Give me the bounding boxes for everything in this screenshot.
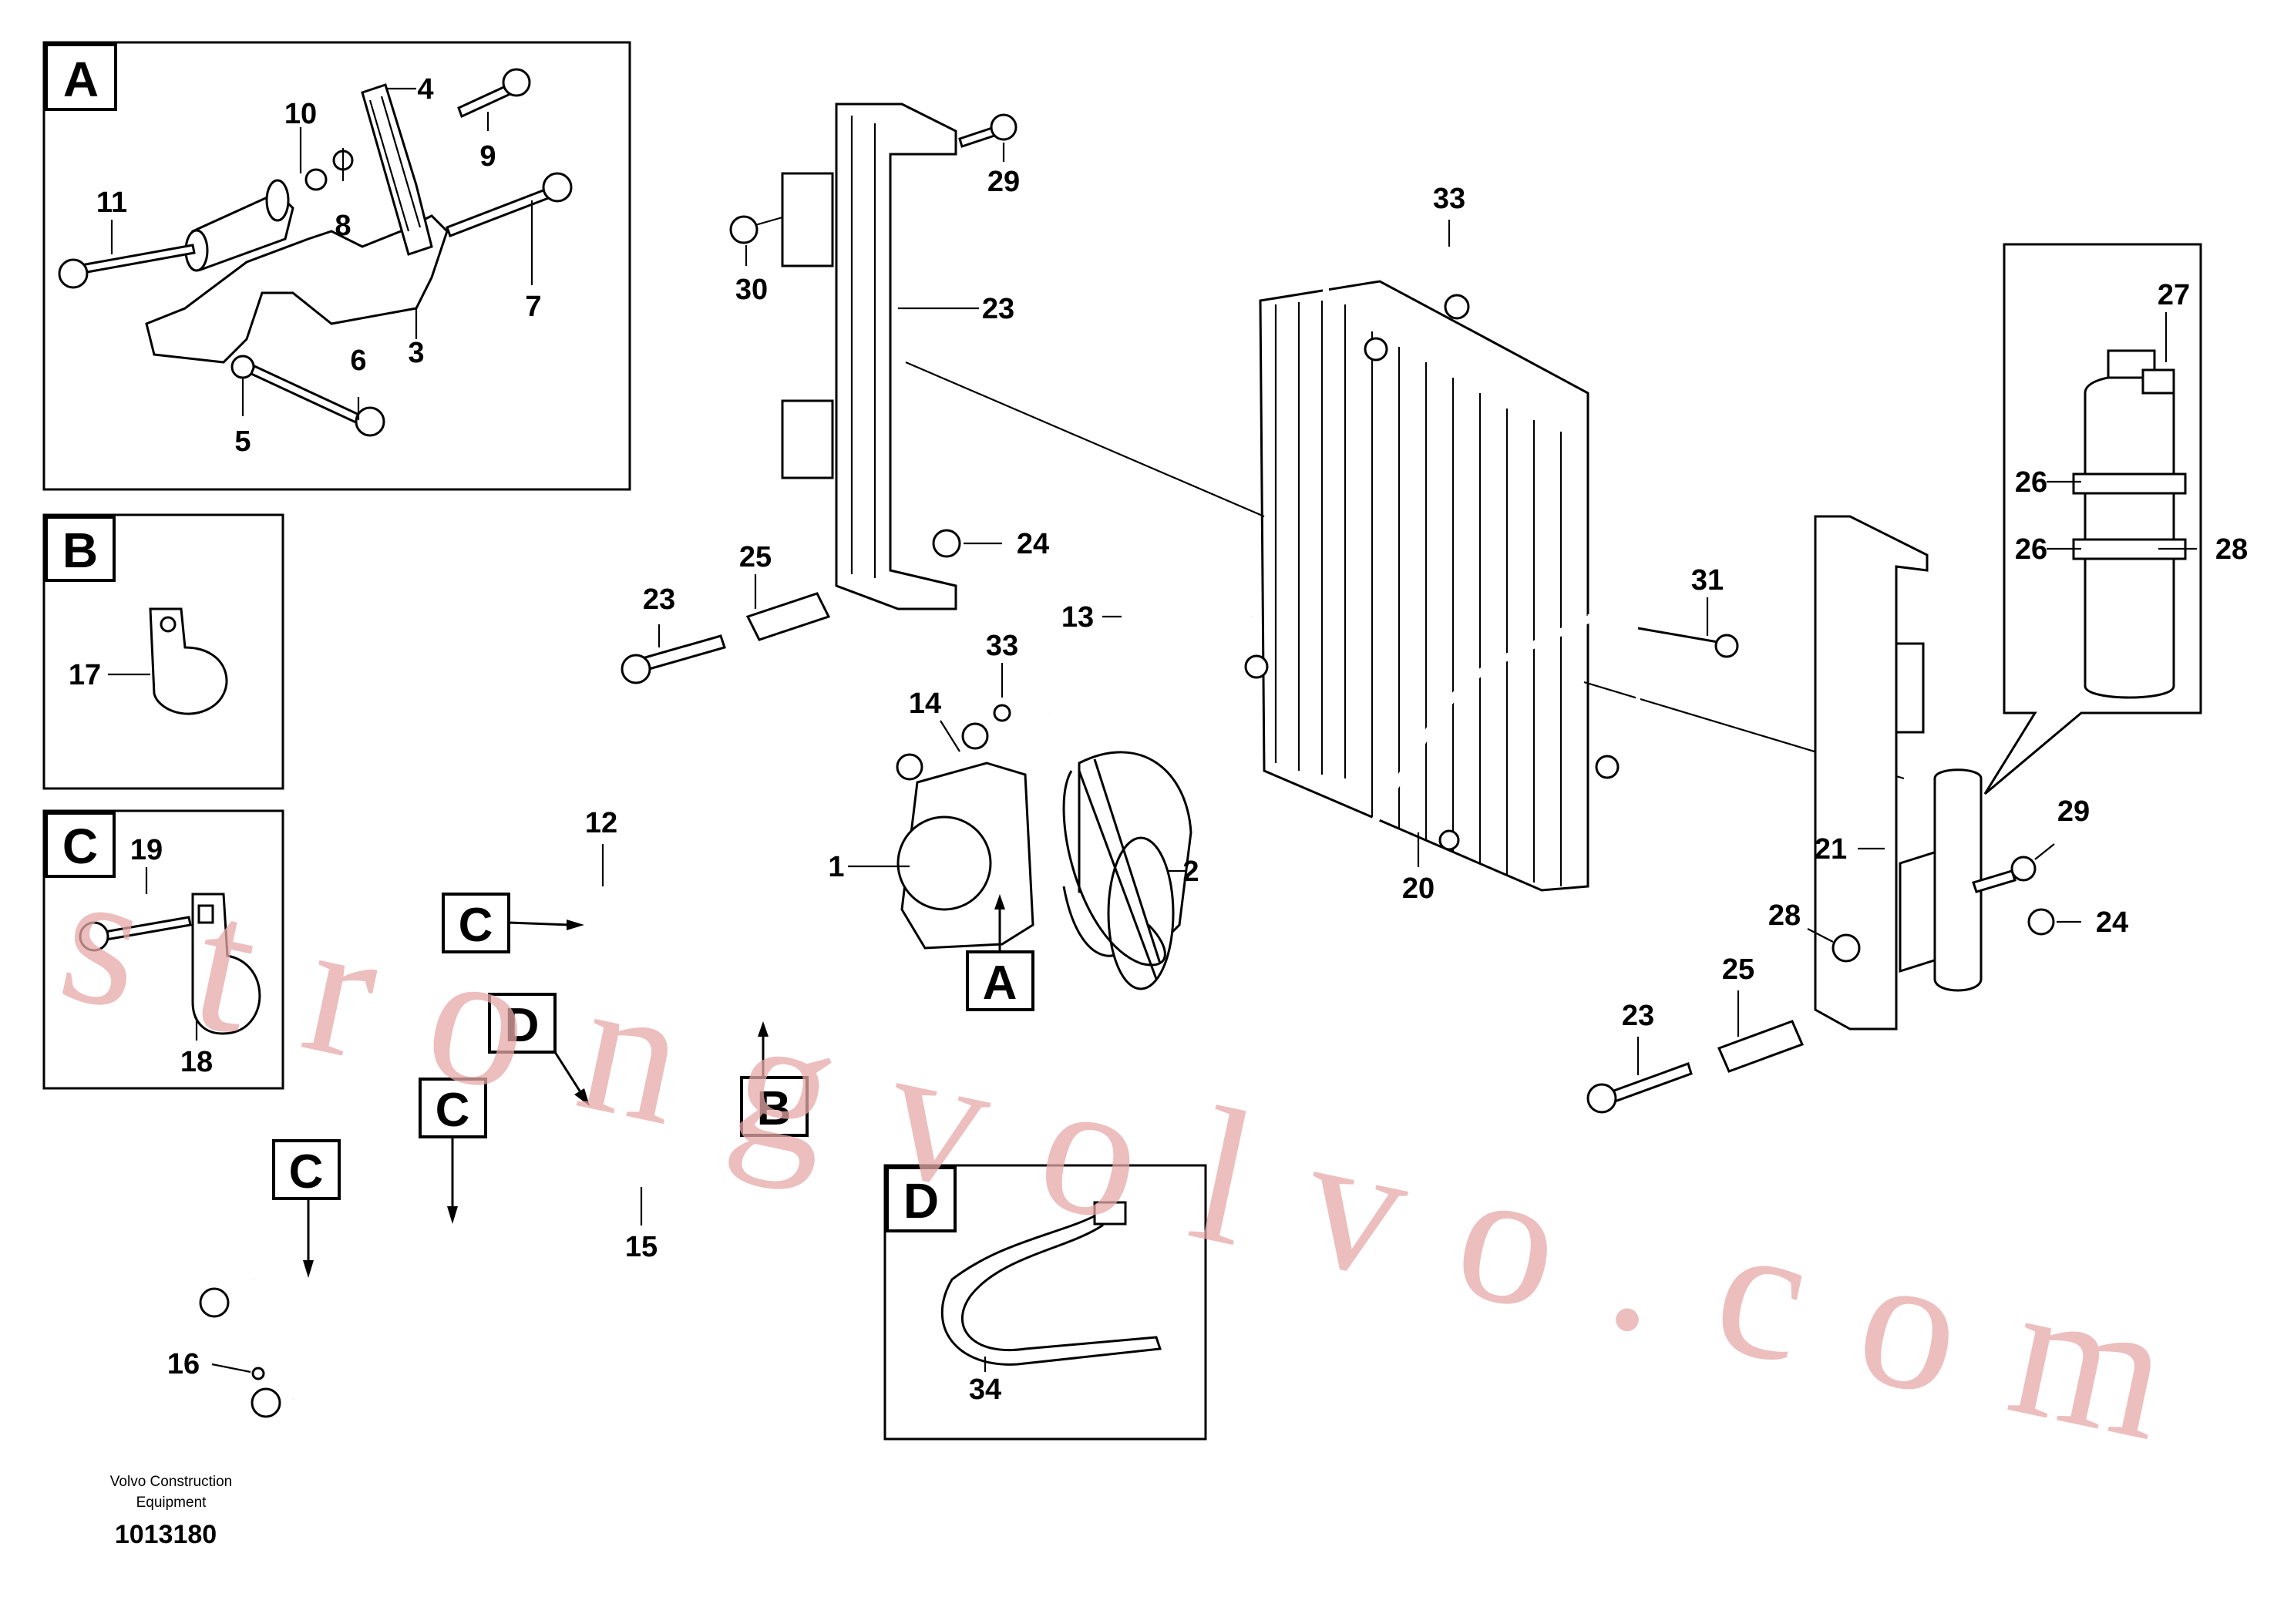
inset-a-part-10: 10 xyxy=(284,98,317,130)
part-21: 21 xyxy=(1815,833,1847,866)
inset-a-part-7: 7 xyxy=(525,291,541,323)
drier-detail-box: 27 26 26 28 xyxy=(1983,243,2248,795)
inset-c-part-19: 19 xyxy=(130,834,163,866)
part-26-lower: 26 xyxy=(2015,533,2047,566)
part-33: 33 xyxy=(986,630,1018,662)
inset-d-label: D xyxy=(903,1173,939,1229)
inset-a-label: A xyxy=(63,52,99,107)
part-1: 1 xyxy=(828,851,844,883)
part-16: 16 xyxy=(167,1348,200,1380)
part-15: 15 xyxy=(625,1231,658,1263)
part-22: 23 xyxy=(982,293,1014,325)
part-25-left: 25 xyxy=(739,541,772,573)
part-13: 13 xyxy=(1061,601,1094,634)
callout-b: B xyxy=(757,1082,792,1135)
part-26-upper: 26 xyxy=(2015,466,2047,499)
part-31: 31 xyxy=(1691,564,1724,597)
inset-b: B 17 xyxy=(42,513,284,790)
part-24-left: 24 xyxy=(1017,528,1049,560)
footer-drawing-number: 1013180 xyxy=(115,1520,217,1549)
part-29-top: 29 xyxy=(987,166,1020,198)
callout-c-top: C xyxy=(459,899,493,952)
inset-a-part-4: 4 xyxy=(417,73,433,106)
inset-a-part-11: 11 xyxy=(96,187,127,219)
footer-company-line2: Equipment xyxy=(136,1495,207,1511)
inset-b-label: B xyxy=(62,523,98,578)
inset-c-label: C xyxy=(62,819,98,874)
inset-d: D 34 xyxy=(883,1164,1207,1441)
part-23-left: 23 xyxy=(643,583,675,616)
inset-c-part-18: 18 xyxy=(180,1046,213,1078)
part-29-right: 29 xyxy=(2057,795,2090,828)
inset-a-part-8: 8 xyxy=(335,210,351,242)
left-frame: 23 29 30 24 23 25 xyxy=(621,103,1049,684)
condenser: 20 33 xyxy=(905,183,1905,905)
callout-a: A xyxy=(983,957,1018,1010)
right-frame: 21 29 24 28 23 25 xyxy=(1586,515,2128,1114)
inset-a-part-3: 3 xyxy=(408,337,424,369)
inset-a-part-9: 9 xyxy=(479,140,496,173)
hoses: 31 12 13 14 33 15 16 xyxy=(167,535,1739,1418)
inset-b-part-17: 17 xyxy=(69,659,101,691)
callout-d: D xyxy=(505,999,540,1052)
part-14: 14 xyxy=(909,688,941,720)
callout-c-bottom: C xyxy=(289,1145,324,1199)
footer-company-line1: Volvo Construction xyxy=(110,1474,232,1490)
inset-c: C 19 18 xyxy=(42,809,284,1090)
part-25-right: 25 xyxy=(1722,953,1754,986)
part-20: 20 xyxy=(1402,873,1435,905)
part-2: 2 xyxy=(1182,856,1199,888)
part-28-detail: 28 xyxy=(2215,533,2248,566)
footer: Volvo Construction Equipment 1013180 xyxy=(110,1474,232,1549)
callout-c-middle: C xyxy=(436,1084,470,1137)
part-32: 33 xyxy=(1433,183,1465,215)
inset-a: A 11 10 4 9 8 7 3 xyxy=(42,41,631,491)
part-23-right: 23 xyxy=(1622,1000,1654,1032)
part-27: 27 xyxy=(2158,279,2190,311)
part-28-frame: 28 xyxy=(1768,899,1801,932)
part-24-right: 24 xyxy=(2096,906,2128,939)
callout-letters: A B C C C D xyxy=(272,893,1034,1278)
inset-d-part-34: 34 xyxy=(969,1374,1001,1406)
part-30: 30 xyxy=(735,274,768,306)
inset-a-part-6: 6 xyxy=(350,345,366,377)
inset-a-part-5: 5 xyxy=(234,425,251,458)
part-12: 12 xyxy=(585,807,617,839)
